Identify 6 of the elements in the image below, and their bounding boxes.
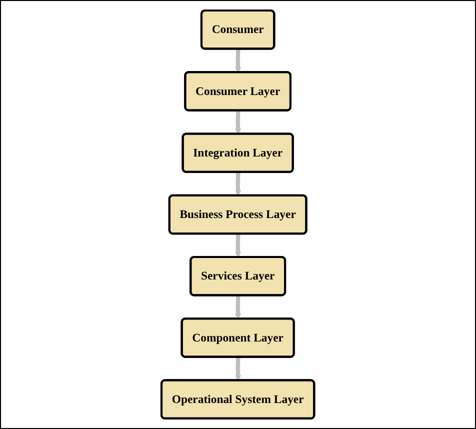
arrow [235,357,242,381]
arrow [235,296,242,320]
arrow [235,49,242,73]
arrow [235,110,242,134]
arrow [235,234,242,258]
arrow [235,172,242,196]
